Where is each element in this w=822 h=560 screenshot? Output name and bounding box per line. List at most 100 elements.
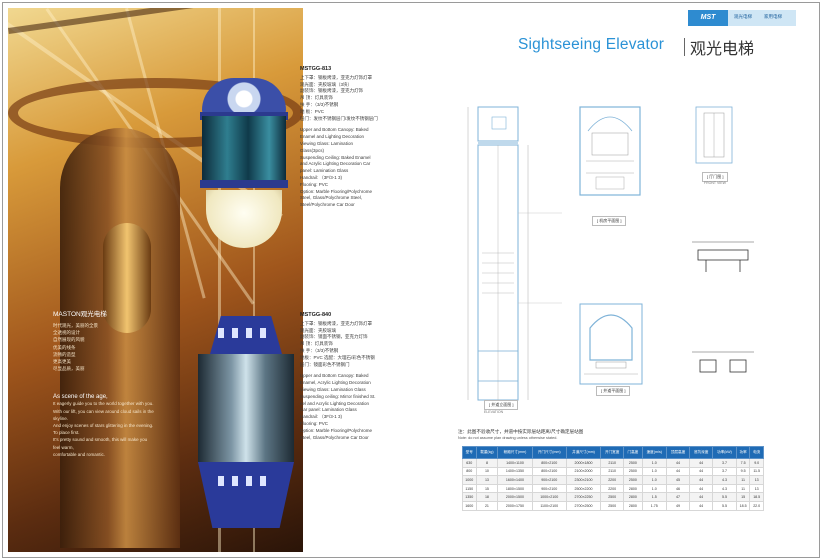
spec-cn-line: 扶 手：（3/3)不锈钢 (300, 347, 339, 353)
spec-cn-line: 观光面：夹胶玻璃（3块） (300, 81, 353, 87)
table-cell: 630 (462, 458, 477, 468)
spec-en-line: Steel, Glass/Polychrome Steel, (300, 195, 363, 201)
table-cell: 2000×1800 (565, 458, 602, 468)
spec-en-line: eel and Acrylic Lighting Decoration (300, 400, 370, 406)
glass-elevator-shaft (60, 128, 180, 548)
table-cell: 11 (735, 483, 751, 494)
table-cell: 2800 (623, 483, 643, 494)
intro-en-line: comfortable and romantic. (53, 451, 106, 457)
table-cell: 18.5 (735, 500, 751, 511)
title-divider (684, 38, 685, 56)
table-header: 功率 (735, 446, 751, 459)
spec-cn-line: 吊 顶：灯具装饰 (300, 341, 333, 347)
table-header: 开门宽度 (600, 446, 625, 459)
table-header: 功率(kW) (712, 446, 737, 459)
spec-cn-line: 吊 顶：灯具装饰 (300, 95, 333, 101)
table-cell: 2200 (600, 483, 625, 494)
table-header: 底坑深度 (689, 446, 714, 459)
right-page: MST 观光电梯 家用电梯 Sightseeing Elevator 观光电梯 … (400, 8, 814, 552)
table-cell: 3.7 (712, 458, 737, 468)
table-cell: 800×2100 (531, 458, 567, 468)
table-cell: 44 (689, 475, 714, 485)
spec-cn-line: 层门：镜面彩色不锈钢门 (300, 361, 350, 367)
table-cell: 2500 (623, 458, 643, 468)
door-label: [ 厅门图 ] (702, 172, 729, 182)
table-cell: 1800×1500 (497, 483, 533, 494)
spec-en-line: Steel, Glass/Polychrome Car Door (300, 434, 369, 440)
left-page: MASTON观光电梯 时代观光，美丽的全景 全透视的设计 自然展现的风貌 优美的… (8, 8, 378, 552)
elevation-label: [ 井道立面图 ] (484, 400, 519, 410)
intro-en-line: It eagerly guide you to the world togeth… (53, 401, 154, 407)
spec-cn-line: 副装饰：钢板烤漆，亚克力灯饰 (300, 88, 363, 94)
specification-table: 型号 载重(kg) 轿厢尺寸(mm) 开门尺寸(mm) 井道尺寸(mm) 开门宽… (462, 446, 764, 511)
table-cell: 44 (689, 500, 714, 511)
intro-en-line: skyline. (53, 415, 69, 421)
table-cell: 9.5 (735, 466, 751, 477)
table-cell: 800×2100 (531, 466, 567, 477)
square-elevator-image (198, 316, 294, 528)
brand-bar: MST 观光电梯 家用电梯 (688, 10, 796, 26)
table-cell: 45 (665, 475, 691, 485)
spec-en-line: Enamel, Acrylic Lighting Decoration (300, 380, 371, 386)
table-cell: 3.7 (712, 466, 737, 477)
table-cell: 13 (475, 475, 499, 485)
table-cell: 44 (689, 483, 714, 494)
table-cell: 2000×1500 (497, 492, 533, 502)
table-cell: 21 (475, 500, 499, 511)
table-cell: 1400×1100 (497, 458, 533, 468)
spec-en-line: Handrail: （3F/3-1 3) (300, 414, 343, 420)
table-cell: 5.5 (712, 492, 737, 502)
brand-tab: 观光电梯 (734, 14, 752, 19)
table-cell: 1.0 (641, 466, 668, 477)
spec-cn-line: 层门：发纹不锈钢层门/发纹不锈钢层门 (300, 115, 378, 121)
spec-cn-line: 地板：PVC 选配：大理石/彩色不锈钢 (300, 354, 375, 360)
intro-en-line: It's pretty sound and smooth, this will … (53, 437, 148, 443)
intro-en-line: With our lift, you can view around cloud… (53, 408, 154, 414)
page-title-cn: 观光电梯 (690, 39, 755, 58)
table-cell: 1100×2100 (531, 500, 567, 511)
table-cell: 2300×2100 (565, 475, 602, 485)
table-cell: 1000×2100 (531, 492, 567, 502)
table-cell: 1.5 (641, 492, 668, 502)
table-cell: 2100×2000 (565, 466, 602, 477)
table-header: 载重(kg) (475, 446, 499, 459)
spec-en-line: Option: Marble Flooring/Polychrome (300, 427, 373, 433)
table-cell: 13 (749, 483, 764, 494)
brand-tab: 家用电梯 (764, 14, 782, 19)
intro-cn-line: 时代观光，美丽的全景 (53, 323, 98, 328)
table-cell: 2110 (600, 458, 625, 468)
elevation-sublabel: ELEVATION (484, 410, 504, 414)
table-cell: 46 (665, 483, 691, 494)
table-cell: 1400×1350 (497, 466, 533, 477)
table-cell: 1000 (462, 475, 477, 485)
table-note-en: Note: do not assume plan drawing unless … (458, 436, 558, 440)
spec-block-813: MSTGG-813 上下罩：钢板烤漆，亚克力灯饰灯罩 观光面：夹胶玻璃（3块） … (300, 66, 378, 209)
table-cell: 1.0 (641, 483, 668, 494)
spec-cn-line: 扶 手：（3/3)不锈钢 (300, 101, 339, 107)
table-cell: 1.75 (641, 500, 668, 511)
intro-en-line: To place first. (53, 430, 80, 436)
table-cell: 15 (475, 483, 499, 494)
table-cell: 5.5 (712, 500, 737, 511)
spec-en-line: Steel/Polychrome Car Door (300, 202, 355, 208)
table-cell: 1600 (462, 500, 477, 511)
table-note: 注：此图不验收尺寸，井道中按实际层站距离/尺寸确定层站图 (458, 429, 584, 434)
spec-en-line: Option: Marble Flooring/Polychrome (300, 188, 373, 194)
machine-room-label: [ 机房平面图 ] (592, 216, 627, 226)
spec-en-line: Suspending Ceiling: Baked Enamel (300, 154, 371, 160)
machine-room-plan-drawing (579, 106, 641, 196)
intro-cn-line: 自然展现的风貌 (53, 337, 85, 343)
table-cell: 2500×2200 (565, 483, 602, 494)
door-sublabel: FRONT VIEW (704, 181, 726, 185)
table-cell: 900×2100 (531, 483, 567, 494)
table-cell: 4.3 (712, 475, 737, 485)
table-cell: 2700×2500 (565, 500, 602, 511)
table-cell: 44 (689, 466, 714, 477)
spec-block-840: MSTGG-840 上下罩：钢板烤漆，亚克力灯饰灯罩 观光面：夹胶玻璃 副装饰：… (300, 312, 378, 441)
table-cell: 2110 (600, 466, 625, 477)
table-header-row: 型号 载重(kg) 轿厢尺寸(mm) 开门尺寸(mm) 井道尺寸(mm) 开门宽… (462, 446, 764, 459)
